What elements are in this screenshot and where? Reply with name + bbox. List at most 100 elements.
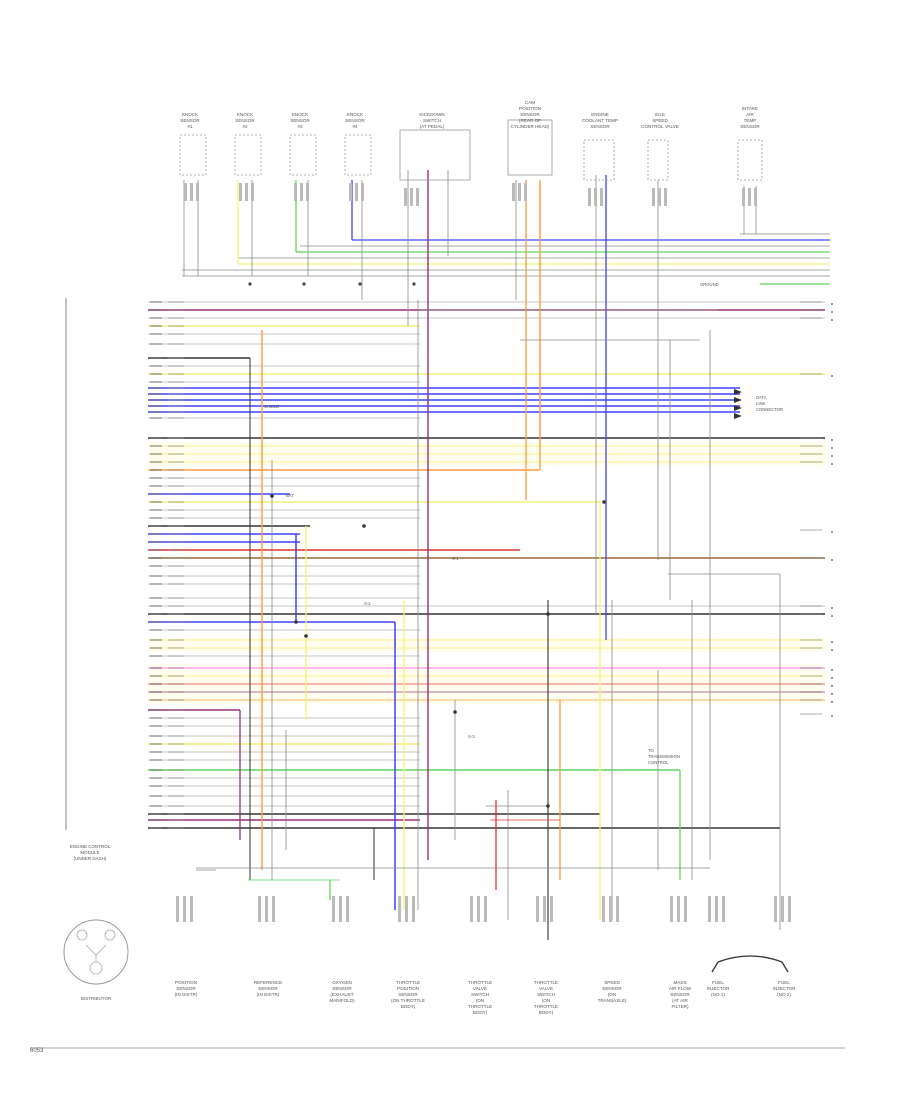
top-component-label: SENSOR [345, 118, 365, 123]
bus-terminal-dot [831, 447, 833, 449]
connector-pin [664, 188, 667, 206]
connector-pin [616, 896, 619, 922]
bottom-component-label: (IN DISTR) [257, 992, 280, 997]
wire-splice [602, 500, 606, 504]
bus-terminal-dot [831, 649, 833, 651]
connector-pin [742, 188, 745, 206]
connector-pin [349, 183, 352, 201]
connector-pin [748, 188, 751, 206]
wire-splice [362, 524, 366, 528]
bottom-component-label: THROTTLE [396, 980, 420, 985]
bottom-component-label: SENSOR [258, 986, 278, 991]
connector-pin [355, 183, 358, 201]
connector-pin [258, 896, 261, 922]
bus-terminal-dot [831, 303, 833, 305]
connector-pin [398, 896, 401, 922]
wire-splice [546, 612, 550, 616]
top-component-label: SENSOR [290, 118, 310, 123]
connector-pin [272, 896, 275, 922]
connector-pin [708, 896, 711, 922]
top-component-label: (AT PEDAL) [420, 124, 445, 129]
bottom-component-label: SWITCH [471, 992, 489, 997]
component-outline [289, 134, 317, 176]
component-outline [583, 139, 615, 181]
connector-pin [405, 896, 408, 922]
top-component-label: SENSOR [235, 118, 255, 123]
connector-pin [781, 896, 784, 922]
ground-splice [412, 282, 416, 286]
connector-pin [306, 183, 309, 201]
bus-terminal-dot [831, 311, 833, 313]
top-component-label: CYLINDER HEAD) [511, 124, 550, 129]
bottom-component-label: (NO.2) [777, 992, 791, 997]
connector-pin [652, 188, 655, 206]
ecm-label-1: ENGINE CONTROL [70, 844, 111, 849]
connector-pin [715, 896, 718, 922]
top-component-label: SENSOR [520, 112, 540, 117]
connector-pin [677, 896, 680, 922]
distributor-label: DISTRIBUTOR [81, 996, 112, 1001]
connector-pin [602, 896, 605, 922]
bus-terminal-dot [831, 677, 833, 679]
top-component-label: SENSOR [590, 124, 610, 129]
top-component-label: KNOCK [182, 112, 199, 117]
connector-pin [550, 896, 553, 922]
bottom-component-label: AIR FLOW [669, 986, 692, 991]
data-link-arrow [734, 397, 742, 403]
data-link-arrow [734, 405, 742, 411]
connector-pin [477, 896, 480, 922]
bus-terminal-dot [831, 615, 833, 617]
bottom-component-label: POSITION [175, 980, 197, 985]
top-component-label: KNOCK [292, 112, 309, 117]
bottom-component-label: (IN DISTR) [175, 992, 198, 997]
top-component-label: (REAR OF [519, 118, 541, 123]
page-code: 6053 [30, 1048, 44, 1054]
shield-label: SHIELD [264, 404, 279, 409]
data-link-arrow [734, 389, 742, 395]
bottom-component-label: BODY) [473, 1010, 488, 1015]
connector-pin [774, 896, 777, 922]
bottom-component-label: THROTTLE [468, 980, 492, 985]
bottom-component-label: (EXHAUST [330, 992, 353, 997]
wire-splice [294, 620, 298, 624]
wire-layer [148, 170, 830, 940]
distributor: DISTRIBUTOR [63, 919, 129, 1001]
top-component-label: #4 [352, 124, 358, 129]
top-component-label: #3 [297, 124, 303, 129]
ground-splice [302, 282, 306, 286]
top-component-label: #1 [187, 124, 193, 129]
bus-terminal-dot [831, 641, 833, 643]
bottom-component-label: THROTTLE [534, 980, 558, 985]
connector-pin [300, 183, 303, 201]
top-component-label: ENGINE [591, 112, 609, 117]
connector-pin [412, 896, 415, 922]
connector-pin [722, 896, 725, 922]
bus-terminal-dot [831, 607, 833, 609]
bottom-component-label: THROTTLE [468, 1004, 492, 1009]
data-link-arrow [734, 413, 742, 419]
top-component-label: SENSOR [180, 118, 200, 123]
connector-pin [332, 896, 335, 922]
component-outline [399, 129, 471, 181]
bus-terminal-dot [831, 319, 833, 321]
bottom-component-label: INJECTOR [773, 986, 797, 991]
bottom-component-label: VALVE [539, 986, 553, 991]
bottom-component-label: FUEL [712, 980, 724, 985]
ground-splice [358, 282, 362, 286]
bottom-component-label: FILTER) [671, 1004, 688, 1009]
top-component-label: KNOCK [237, 112, 254, 117]
bottom-component-label: SENSOR [670, 992, 690, 997]
splice-3: S-3 [468, 734, 475, 739]
bottom-component-label: TRANSAXLE) [598, 998, 627, 1003]
injector-harness-loop [711, 955, 789, 973]
